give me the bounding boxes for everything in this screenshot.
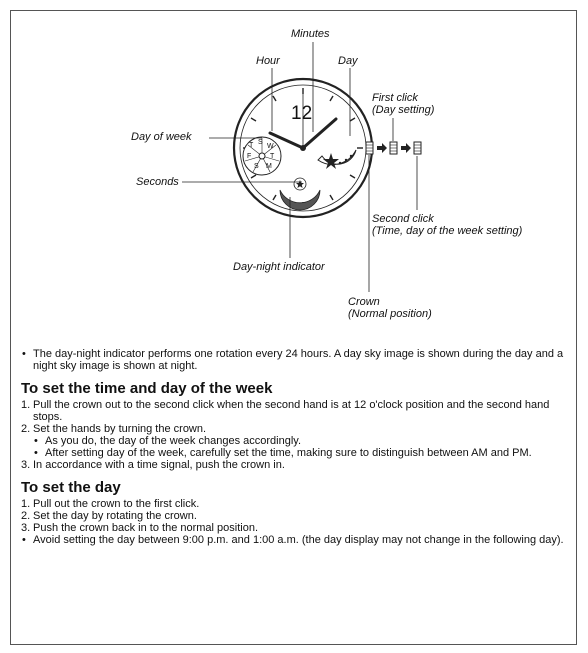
- step-number: 2.: [21, 423, 31, 435]
- step-text: Pull the crown out to the second click w…: [33, 399, 550, 423]
- intro-note: The day-night indicator performs one rot…: [21, 348, 569, 372]
- step-text: Push the crown back in to the normal pos…: [33, 522, 259, 534]
- day-note: Avoid setting the day between 9:00 p.m. …: [21, 534, 569, 546]
- day-step-1: 1.Pull out the crown to the first click.: [21, 498, 569, 510]
- watch-diagram: Minutes Hour Day First click (Day settin…: [131, 28, 523, 320]
- minute-hand: [301, 117, 338, 150]
- watch-illustration: [182, 42, 422, 292]
- weekday-letter: S: [258, 139, 263, 146]
- step-text: Set the hands by turning the crown.: [33, 423, 207, 435]
- time-step-2: 2.Set the hands by turning the crown.: [21, 423, 569, 435]
- crown-label: Crown: [348, 296, 380, 308]
- step-number: 3.: [21, 522, 31, 534]
- day-step-2: 2.Set the day by rotating the crown.: [21, 510, 569, 522]
- leader-lines: [182, 42, 418, 292]
- section-day-title: To set the day: [21, 479, 121, 496]
- seconds-label: Seconds: [136, 176, 179, 188]
- weekday-letter: T: [270, 153, 275, 160]
- day-label: Day: [338, 55, 358, 67]
- step-text: In accordance with a time signal, push t…: [33, 459, 285, 471]
- weekday-letter: W: [267, 143, 274, 150]
- first-click-label: First click: [372, 92, 418, 104]
- arrow-icon: [401, 143, 411, 153]
- page-frame: [10, 10, 577, 645]
- weekday-letter: F: [247, 153, 252, 160]
- second-click-sub-label: (Time, day of the week setting): [372, 225, 523, 237]
- arrow-icon: [377, 143, 387, 153]
- crown-first-click: [389, 141, 398, 155]
- weekday-letter: S: [254, 163, 259, 170]
- step-number: 2.: [21, 510, 31, 522]
- day-of-week-label: Day of week: [131, 131, 192, 143]
- time-step-2-sub-1: As you do, the day of the week changes a…: [21, 435, 569, 447]
- time-step-2-sub-2: After setting day of the week, carefully…: [21, 447, 569, 459]
- day-step-3: 3.Push the crown back in to the normal p…: [21, 522, 569, 534]
- step-number: 1.: [21, 399, 31, 411]
- second-click-label: Second click: [372, 213, 434, 225]
- step-text: Set the day by rotating the crown.: [33, 510, 197, 522]
- step-number: 1.: [21, 498, 31, 510]
- crown-sub-label: (Normal position): [348, 308, 432, 320]
- step-number: 3.: [21, 459, 31, 471]
- hour-hand: [268, 131, 305, 150]
- crown-second-click: [413, 141, 422, 155]
- dial-twelve: 12: [291, 103, 313, 124]
- section-time-title: To set the time and day of the week: [21, 380, 273, 397]
- time-step-3: 3.In accordance with a time signal, push…: [21, 459, 569, 471]
- instructions: The day-night indicator performs one rot…: [21, 348, 569, 546]
- day-night-label: Day-night indicator: [233, 261, 325, 273]
- weekday-letter: M: [266, 163, 272, 170]
- first-click-sub-label: (Day setting): [372, 104, 435, 116]
- weekday-letter: T: [249, 142, 254, 149]
- minutes-label: Minutes: [291, 28, 330, 40]
- hour-label: Hour: [256, 55, 280, 67]
- time-step-1: 1.Pull the crown out to the second click…: [21, 399, 569, 423]
- crown-normal: [365, 141, 374, 155]
- step-text: Pull out the crown to the first click.: [33, 498, 200, 510]
- star-icon: [323, 153, 339, 169]
